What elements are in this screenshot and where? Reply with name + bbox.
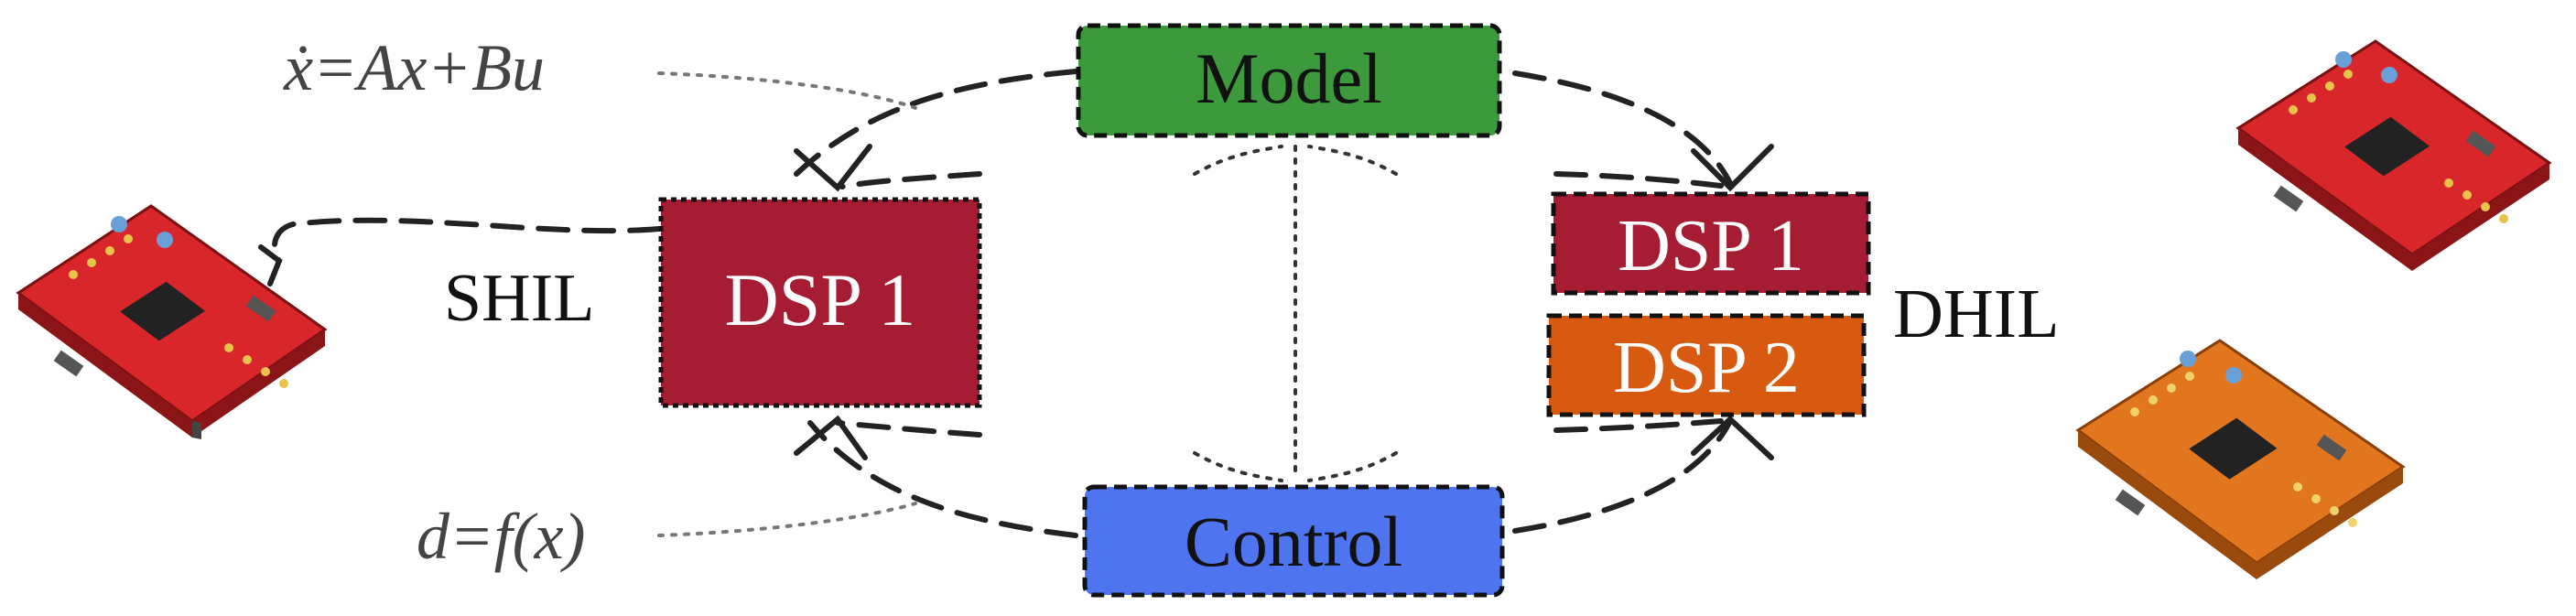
dhil-dsp2-block: DSP 2 bbox=[1546, 313, 1867, 417]
model-block: Model bbox=[1076, 23, 1502, 138]
link-model-left bbox=[1193, 145, 1283, 176]
model-control-link bbox=[1193, 145, 1398, 482]
control-label: Control bbox=[1185, 502, 1402, 581]
connector-model-to-shil bbox=[794, 69, 1078, 177]
arrow-shil-top bbox=[794, 144, 872, 192]
arrow-shil-bottom bbox=[794, 415, 868, 460]
arrow-dhil-top bbox=[1691, 144, 1774, 192]
dev-board-red-icon bbox=[16, 204, 328, 439]
dhil-dsp1-block: DSP 1 bbox=[1551, 191, 1871, 296]
disturbance-equation: d=f(x) bbox=[417, 500, 586, 573]
dhil-dsp1-label: DSP 1 bbox=[1618, 206, 1804, 286]
dev-board-red-icon-right-top bbox=[2235, 39, 2552, 271]
connector-shil-control-inner bbox=[835, 420, 982, 438]
dev-board-orange-icon bbox=[2075, 339, 2406, 579]
arrowheads bbox=[258, 144, 1774, 460]
dhil-dsp2-label: DSP 2 bbox=[1613, 328, 1800, 408]
state-equation: ẋ=Ax+Bu bbox=[283, 31, 545, 104]
shil-label: SHIL bbox=[444, 261, 594, 336]
connector-dhil-model-inner bbox=[1553, 171, 1724, 189]
leader-dist-eq bbox=[657, 502, 917, 537]
connector-control-to-shil bbox=[807, 420, 1078, 538]
leader-state-eq bbox=[657, 71, 917, 110]
dhil-label: DHIL bbox=[1893, 276, 2060, 352]
connectors bbox=[272, 69, 1733, 538]
link-model-right bbox=[1307, 145, 1398, 176]
arrow-dhil-bottom bbox=[1691, 415, 1774, 460]
link-control-right bbox=[1307, 451, 1398, 482]
shil-dsp1-label: DSP 1 bbox=[725, 258, 916, 341]
connector-dhil-control-inner bbox=[1553, 418, 1724, 433]
connector-control-to-dhil bbox=[1512, 418, 1733, 534]
dotted-lines bbox=[657, 71, 917, 537]
control-block: Control bbox=[1082, 484, 1505, 598]
shil-dsp1-block: DSP 1 bbox=[658, 197, 982, 408]
connector-model-to-dhil bbox=[1512, 70, 1733, 186]
model-label: Model bbox=[1196, 38, 1382, 118]
connector-shil-to-board bbox=[272, 217, 662, 264]
link-control-left bbox=[1193, 451, 1283, 482]
arrow-board-left bbox=[258, 244, 283, 286]
connector-shil-model-inner bbox=[839, 171, 982, 189]
